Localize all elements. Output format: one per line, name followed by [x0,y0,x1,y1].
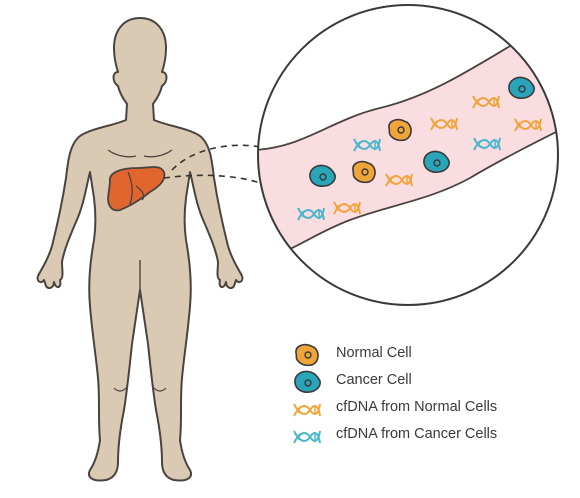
magnify-circle-outline [257,4,559,306]
legend-label: cfDNA from Cancer Cells [336,426,498,442]
body-silhouette [36,17,244,482]
legend-item-cfdna-cancer: cfDNA from Cancer Cells [292,423,572,450]
blood-vessel [258,28,558,264]
legend-label: Cancer Cell [336,372,412,388]
normal-cell-icon [352,160,376,184]
legend-item-cancer-cell: Cancer Cell [292,369,572,396]
dashed-arrow-lower [163,174,303,209]
normal-cell-icon [388,118,412,142]
legend-item-cfdna-normal: cfDNA from Normal Cells [292,396,572,423]
liver-organ [107,166,166,212]
cancer-cell-icon [508,76,535,99]
dashed-arrow-upper [171,144,311,171]
human-body-figure [36,17,244,482]
legend-label: cfDNA from Normal Cells [336,399,498,415]
cancer-cell-icon [309,164,336,187]
legend-label: Normal Cell [336,345,412,361]
arrows [163,144,311,209]
legend-item-normal-cell: Normal Cell [292,342,572,369]
magnified-vessel-view [257,4,559,306]
legend: Normal Cell Cancer Cell cfDNA from Norma… [292,342,572,450]
cancer-cell-icon [423,150,450,173]
